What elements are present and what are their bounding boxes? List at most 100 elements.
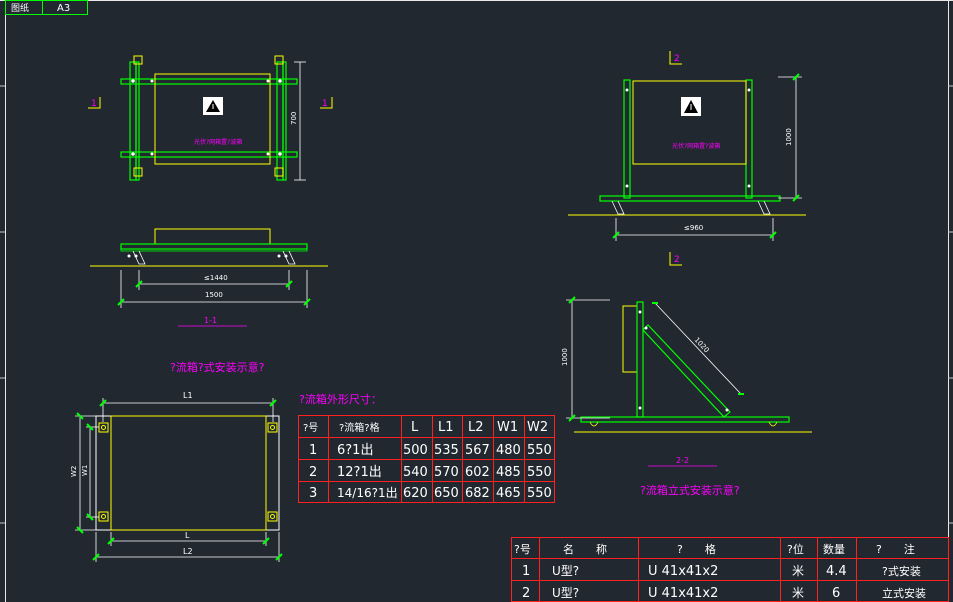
svg-text:485: 485	[496, 465, 521, 480]
box-caption-top: 光伏?网箱置?波箱	[194, 138, 242, 146]
svg-text:1: 1	[309, 443, 317, 458]
combiner-box-outline	[154, 73, 271, 165]
dim-L1: L1	[183, 391, 193, 400]
section-mark-right: 1	[322, 99, 328, 109]
dim-1000-side-text: 1000	[561, 348, 569, 366]
anchor-bolts	[127, 254, 288, 258]
dim-1000-front-text: 1000	[785, 128, 793, 146]
svg-text:602: 602	[465, 465, 490, 480]
svg-text:U型?: U型?	[552, 586, 579, 600]
svg-text:?位: ?位	[787, 542, 804, 556]
post-2-2	[636, 301, 644, 418]
svg-text:名 称: 名 称	[563, 542, 607, 556]
caption-vertical-install: ?流箱立式安装示意?	[640, 483, 740, 497]
size-table-row: 2 12?1出 540 570 602 485 550	[309, 465, 552, 480]
svg-text:U 41x41x2: U 41x41x2	[648, 564, 718, 579]
base-rail-2-2	[580, 416, 790, 423]
section-marker-left	[88, 97, 101, 109]
svg-text:?流箱?格: ?流箱?格	[339, 421, 380, 434]
svg-text:?式安装: ?式安装	[882, 564, 921, 578]
front-view: 2 2 光伏?网箱置?波箱	[568, 51, 806, 266]
section-label-1-1: 1-1	[204, 316, 217, 325]
section-2-2: 1000 1020 2-2 ?流箱立式安装示意?	[561, 296, 812, 497]
svg-text:立式安装: 立式安装	[882, 586, 926, 600]
svg-text:500: 500	[403, 443, 428, 458]
dim-1440-text: ≤1440	[204, 274, 228, 282]
svg-text:W2: W2	[527, 420, 548, 435]
dim-960-text: ≤960	[684, 224, 703, 232]
outline-box	[110, 415, 267, 531]
svg-text:650: 650	[434, 486, 459, 501]
size-table-title: ?流箱外形尺寸：	[299, 392, 382, 406]
svg-text:6?1出: 6?1出	[337, 443, 373, 458]
material-table-row: 1 U型? U 41x41x2 米 4.4 ?式安装	[522, 564, 921, 579]
dim-1000-front	[778, 76, 802, 199]
svg-text:682: 682	[465, 486, 490, 501]
box-side-outline	[154, 228, 271, 245]
front-base-rail	[599, 195, 781, 202]
svg-text:14/16?1出: 14/16?1出	[337, 486, 398, 500]
section-mark-bottom: 2	[674, 255, 680, 265]
svg-text:3: 3	[309, 486, 317, 501]
diagonal-brace	[642, 324, 731, 418]
front-brackets	[625, 88, 751, 188]
svg-text:米: 米	[792, 564, 804, 578]
svg-text:465: 465	[496, 486, 521, 501]
size-table-row: 1 6?1出 500 535 567 480 550	[309, 443, 552, 458]
box-caption-front: 光伏?网箱置?波箱	[672, 142, 720, 150]
svg-text:L: L	[411, 420, 419, 435]
section-1-1: ≤1440 1500 1-1 ?流箱?式安装示意?	[90, 228, 328, 374]
size-table-row: 3 14/16?1出 620 650 682 465 550	[309, 486, 552, 501]
mounting-holes	[98, 422, 278, 522]
rail-feet	[132, 250, 296, 265]
dim-L: L	[185, 531, 190, 540]
box-side-2-2	[622, 305, 638, 373]
warning-icon	[203, 97, 223, 115]
material-table: ?号 名 称 ? 格 ?位 数量 ? 注 1 U型? U 41x41x2 米 4…	[511, 537, 949, 602]
horizontal-rails	[120, 78, 298, 158]
section-mark-top: 2	[674, 54, 680, 64]
dim-1500-ticks	[117, 298, 311, 306]
section-label-2-2: 2-2	[676, 456, 689, 465]
svg-text:L2: L2	[468, 420, 484, 435]
outline-plate	[95, 415, 280, 531]
feet-2-2	[589, 421, 778, 427]
rail-side	[120, 243, 308, 250]
svg-text:2: 2	[309, 465, 317, 480]
svg-text:2: 2	[522, 586, 530, 601]
svg-text:?号: ?号	[514, 543, 531, 556]
bolt-points	[131, 79, 282, 156]
dim-1440	[138, 270, 290, 290]
front-warning-icon	[681, 97, 701, 116]
svg-text:620: 620	[403, 486, 428, 501]
svg-text:535: 535	[434, 443, 459, 458]
title-block: 图纸 A3	[5, 0, 88, 15]
size-table-header: ?号 ?流箱?格 L L1 L2 W1 W2	[303, 420, 548, 435]
dim-700-text: 700	[290, 112, 298, 125]
dim-L2: L2	[183, 547, 193, 556]
svg-text:6: 6	[832, 586, 840, 601]
material-table-header: ?号 名 称 ? 格 ?位 数量 ? 注	[514, 542, 915, 556]
svg-text:570: 570	[434, 465, 459, 480]
front-box-outline	[632, 80, 747, 165]
svg-text:? 格: ? 格	[677, 542, 716, 556]
mount-brackets	[133, 55, 284, 177]
svg-text:550: 550	[527, 443, 552, 458]
dim-960	[615, 218, 774, 241]
svg-text:480: 480	[496, 443, 521, 458]
caption-horizontal-install: ?流箱?式安装示意?	[170, 360, 265, 374]
svg-text:1: 1	[522, 564, 530, 579]
svg-text:? 注: ? 注	[876, 542, 915, 556]
svg-text:550: 550	[527, 465, 552, 480]
svg-text:U型?: U型?	[552, 564, 579, 578]
material-table-row: 2 U型? U 41x41x2 米 6 立式安装	[522, 586, 926, 601]
dim-W2: W2	[70, 466, 78, 477]
svg-text:米: 米	[792, 586, 804, 600]
section-mark-left: 1	[91, 99, 97, 109]
svg-text:?号: ?号	[303, 422, 318, 434]
title-block-label: 图纸	[11, 2, 29, 14]
size-table: ?号 ?流箱?格 L L1 L2 W1 W2 1 6?1出 500 535 56…	[298, 415, 555, 503]
svg-text:U 41x41x2: U 41x41x2	[648, 586, 718, 601]
